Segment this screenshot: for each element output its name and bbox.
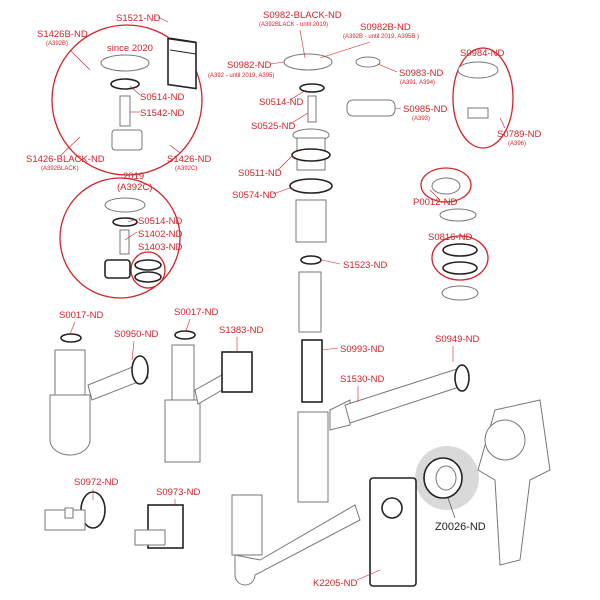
label-s0982: S0982-ND — [227, 60, 271, 71]
label-s0514-2019: S0514-ND — [138, 216, 182, 227]
label-s0525: S0525-ND — [251, 121, 295, 132]
label-s1542: S1542-ND — [140, 108, 184, 119]
label-2019-model: (A392C) — [117, 182, 152, 193]
label-s0574: S0574-ND — [232, 190, 276, 201]
spindle-part — [119, 95, 131, 127]
label-s0985-model: (A393) — [412, 116, 430, 122]
s0973-valve — [134, 504, 184, 549]
label-s0985: S0985-ND — [403, 104, 447, 115]
label-s1530: S1530-ND — [340, 374, 384, 385]
since-2020-group-circle — [51, 24, 203, 176]
label-s0982b: S0982B-ND — [360, 22, 411, 33]
label-s1426-model: (A392C) — [175, 166, 197, 172]
label-s0982-model: (A392 - until 2019, A395) — [208, 73, 274, 79]
label-s0514-center: S0514-ND — [259, 97, 303, 108]
2019-group-circle — [59, 177, 181, 299]
label-s1426-black: S1426-BLACK-ND — [26, 154, 105, 165]
label-s1523: S1523-ND — [343, 260, 387, 271]
s0984-group-ellipse — [452, 47, 514, 149]
label-s0017-square: S0017-ND — [174, 307, 218, 318]
cap-2019-part — [104, 197, 146, 213]
label-s1426b: S1426B-ND — [37, 29, 88, 40]
label-s0511: S0511-ND — [238, 168, 282, 179]
label-s0982b-model: (A392B - until 2019, A395B ) — [343, 34, 419, 40]
label-s1383: S1383-ND — [219, 325, 263, 336]
label-s0993: S0993-ND — [340, 344, 384, 355]
label-s0983-model: (A391, A394) — [400, 80, 435, 86]
label-s1426b-model: (A392B) — [46, 41, 68, 47]
label-s0789: S0789-ND — [497, 129, 541, 140]
label-s1402: S1402-ND — [138, 229, 182, 240]
label-s0949: S0949-ND — [435, 334, 479, 345]
label-s0816: S0816-ND — [428, 232, 472, 243]
label-z0026: Z0026-ND — [435, 521, 486, 533]
label-s0973: S0973-ND — [156, 487, 200, 498]
label-s0983: S0983-ND — [399, 68, 443, 79]
nut-part — [111, 129, 143, 151]
label-p0012: P0012-ND — [413, 197, 457, 208]
label-s0950: S0950-ND — [114, 329, 158, 340]
label-s0514: S0514-ND — [140, 92, 184, 103]
s0816-group-ellipse — [431, 235, 489, 281]
s1403-ring-group — [130, 251, 166, 289]
cap-part — [100, 54, 150, 72]
label-since-2020: since 2020 — [107, 43, 153, 54]
label-s0789-model: (A396) — [508, 141, 526, 147]
label-2019: 2019 — [123, 171, 144, 182]
label-s0017-bottle: S0017-ND — [59, 310, 103, 321]
s1521-part — [167, 37, 197, 90]
s0972-valve — [44, 491, 106, 531]
label-s1521: S1521-ND — [116, 13, 160, 24]
seal-part — [110, 78, 140, 90]
label-s1426: S1426-ND — [167, 154, 211, 165]
label-s1403: S1403-ND — [138, 242, 182, 253]
p0012-group-ellipse — [420, 167, 472, 203]
label-s0984: S0984-ND — [460, 48, 504, 59]
k2205-plate — [369, 477, 417, 587]
label-k2205: K2205-ND — [313, 578, 357, 589]
label-s0982-black-model: (A392BLACK - until 2019) — [259, 22, 328, 28]
label-s0982-black: S0982-BLACK-ND — [263, 10, 342, 21]
label-s1426-black-model: (A392BLACK) — [41, 166, 79, 172]
label-s0972: S0972-ND — [74, 477, 118, 488]
